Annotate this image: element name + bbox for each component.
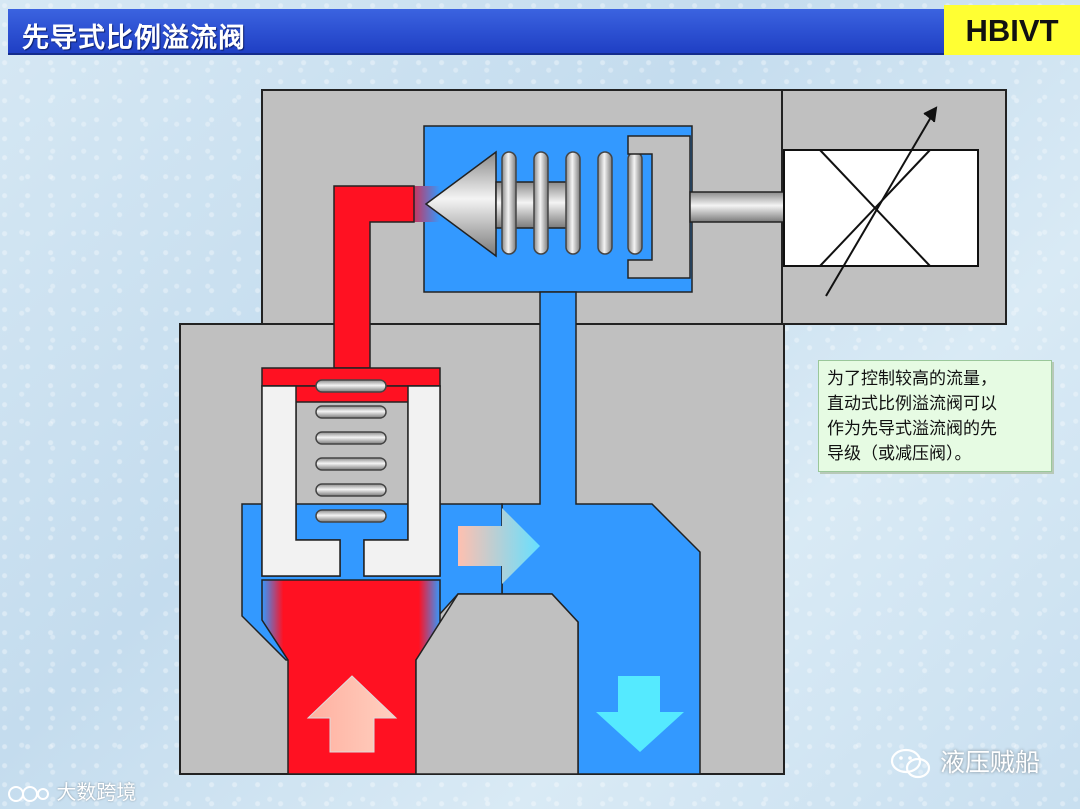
housing-wedge bbox=[415, 593, 579, 775]
spring-seat bbox=[627, 135, 691, 279]
inlet-flow-arrow bbox=[306, 675, 398, 753]
main-poppet-sleeve-left bbox=[261, 385, 341, 577]
watermark-right: 液压贼船 bbox=[890, 743, 1040, 781]
note-box: 为了控制较高的流量， 直动式比例溢流阀可以 作为先导式溢流阀的先 导级（或减压阀… bbox=[818, 360, 1052, 472]
watermark-left-text: 大数跨境 bbox=[56, 780, 137, 804]
watermark-left: 大数跨境 bbox=[6, 776, 136, 805]
crossflow-arrow bbox=[458, 508, 540, 584]
page-title: 先导式比例溢流阀 bbox=[22, 23, 246, 54]
note-line-1: 为了控制较高的流量， bbox=[827, 369, 997, 389]
note-line-4: 导级（或减压阀）。 bbox=[827, 444, 972, 464]
note-line-3: 作为先导式溢流阀的先 bbox=[827, 419, 997, 439]
outlet-flow-arrow bbox=[596, 676, 684, 752]
watermark-right-text: 液压贼船 bbox=[939, 748, 1040, 777]
brand-logo-text: HBIVT bbox=[965, 13, 1059, 48]
proportional-solenoid-symbol bbox=[783, 106, 979, 297]
pilot-spring bbox=[501, 151, 643, 255]
watermark-logo-icon bbox=[8, 785, 49, 802]
solenoid-plunger bbox=[689, 191, 787, 223]
main-spring bbox=[315, 379, 387, 523]
brand-box: HBIVT bbox=[944, 5, 1080, 55]
title-bar: 先导式比例溢流阀 bbox=[8, 9, 944, 55]
main-poppet-sleeve-right bbox=[363, 385, 441, 577]
note-line-2: 直动式比例溢流阀可以 bbox=[827, 394, 997, 414]
wechat-icon bbox=[890, 748, 931, 779]
